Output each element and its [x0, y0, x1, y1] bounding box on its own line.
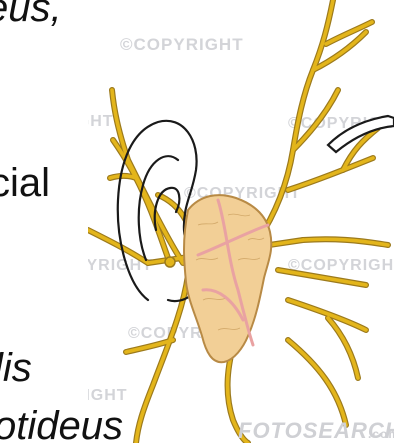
label-middle: cial — [0, 163, 50, 203]
watermark-copyright-8: OPYRIGHT — [88, 387, 128, 404]
watermark-copyright-1: ©COPYRIGHT — [120, 35, 244, 54]
illustration-panel: ©COPYRIGHT OPYRIGHT ©COPYRIGHT ©COPYRIGH… — [88, 0, 394, 443]
facial-nerve-illustration: ©COPYRIGHT OPYRIGHT ©COPYRIGHT ©COPYRIGH… — [88, 0, 394, 443]
watermark-copyright-2: OPYRIGHT — [88, 113, 114, 130]
label-lower: lis — [0, 348, 32, 388]
label-top: eus, — [0, 0, 62, 28]
brand-watermark-suffix: .com — [368, 427, 394, 441]
label-bottom: otideus — [0, 406, 123, 446]
nerve-trunk-node — [165, 257, 175, 267]
